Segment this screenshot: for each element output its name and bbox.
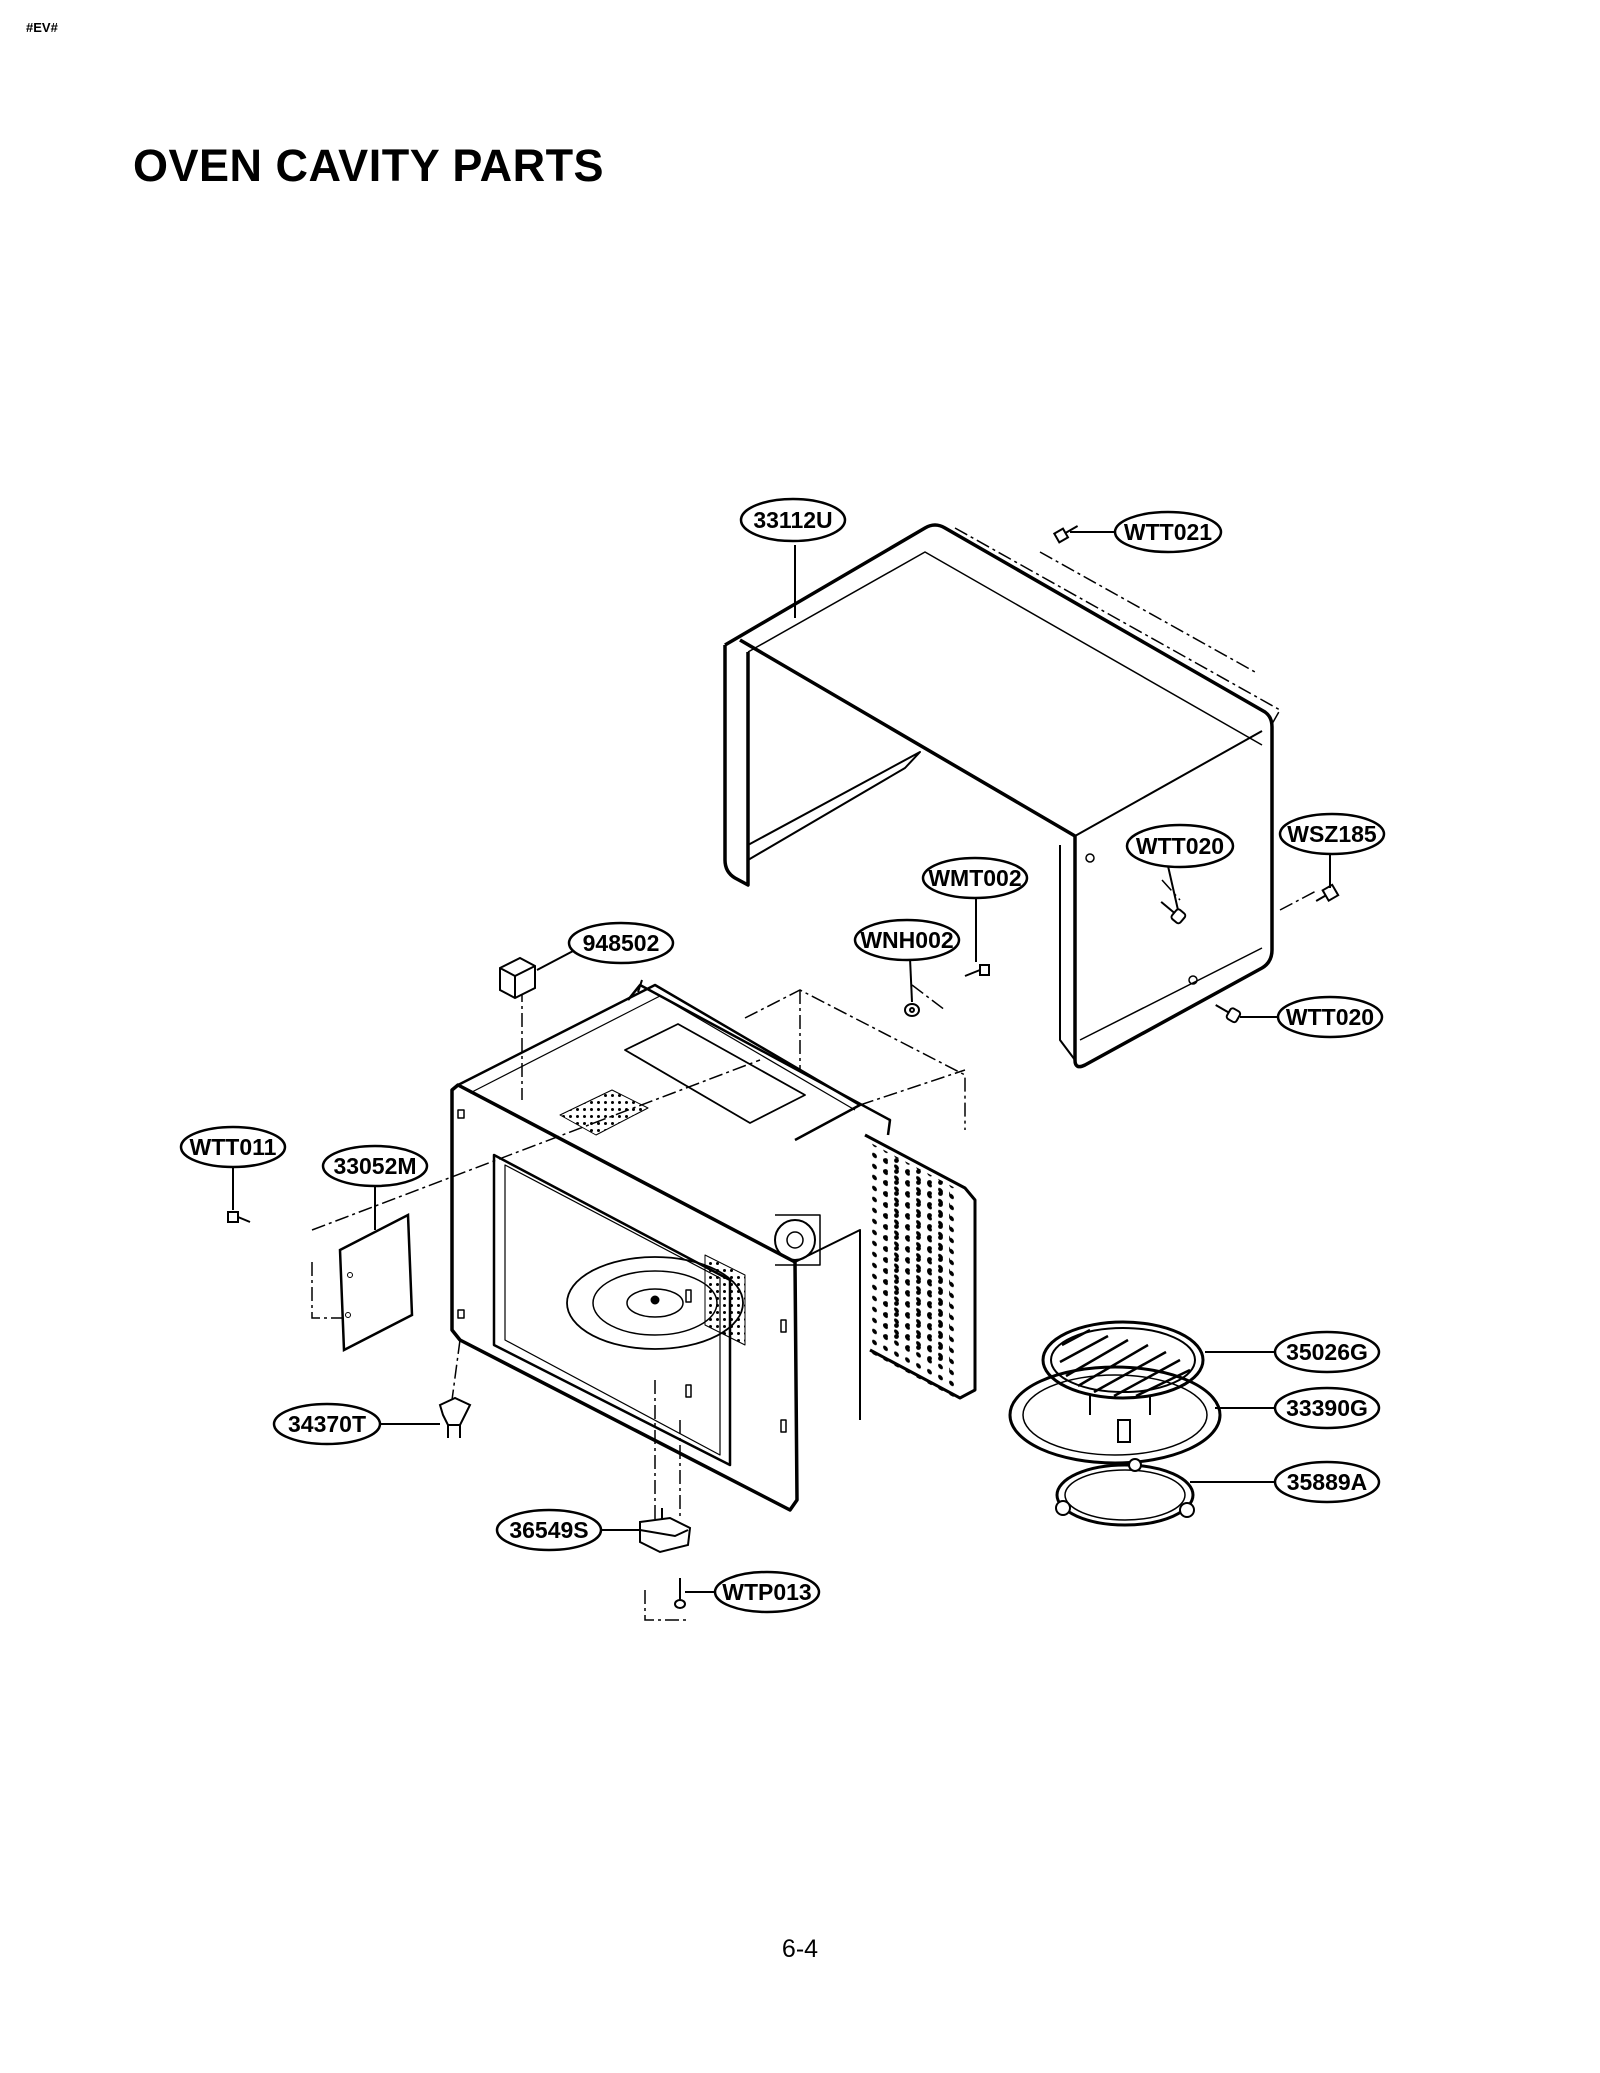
- callout-label: WTP013: [722, 1579, 811, 1605]
- callout-wtp013: WTP013: [685, 1570, 821, 1614]
- callout-33112u: 33112U: [739, 497, 847, 618]
- part-34370t-drawing: [438, 1396, 472, 1438]
- part-33390g-tray-drawing: [1008, 1365, 1222, 1465]
- outer-case-drawing: [723, 523, 1274, 1069]
- callout-wnh002: WNH002: [853, 918, 961, 1003]
- corner-mark: #EV#: [26, 20, 58, 35]
- callout-label: 36549S: [509, 1517, 588, 1543]
- oven-cavity-drawing: [450, 979, 977, 1512]
- part-35026g-rack-drawing: [1041, 1320, 1205, 1415]
- part-948502-drawing: [499, 956, 536, 1000]
- callout-36549s: 36549S: [495, 1508, 640, 1552]
- part-35889a-roller-drawing: [1055, 1458, 1195, 1527]
- callout-label: WTT020: [1286, 1004, 1374, 1030]
- callout-label: WNH002: [860, 927, 953, 953]
- callout-948502: 948502: [536, 921, 675, 971]
- callout-label: 33052M: [333, 1153, 416, 1179]
- callout-wtt020-upper: WTT020: [1125, 823, 1235, 911]
- case-assembly-lines: [954, 527, 1319, 911]
- page-number: 6-4: [781, 1935, 819, 1963]
- callout-35026g: 35026G: [1205, 1330, 1381, 1374]
- callout-wtt011: WTT011: [179, 1125, 287, 1210]
- part-33052m-drawing: [338, 1212, 414, 1353]
- part-wtt011-drawing: [227, 1211, 251, 1223]
- part-36549s-drawing: [639, 1508, 692, 1554]
- callout-label: WTT021: [1124, 519, 1212, 545]
- callout-label: WMT002: [928, 865, 1021, 891]
- callout-label: WTT011: [190, 1134, 277, 1160]
- callout-34370t: 34370T: [272, 1402, 440, 1446]
- page-title: OVEN CAVITY PARTS: [133, 140, 605, 191]
- callout-label: 33390G: [1286, 1395, 1368, 1421]
- case-screws: [1052, 525, 1340, 1024]
- callout-wtt020-lower: WTT020: [1240, 995, 1384, 1039]
- callout-33390g: 33390G: [1215, 1386, 1381, 1430]
- part-wtp013-drawing: [674, 1578, 686, 1609]
- callout-wsz185: WSZ185: [1278, 812, 1386, 888]
- part-wnh002-drawing: [904, 1003, 920, 1017]
- callout-label: WTT020: [1136, 833, 1224, 859]
- callout-label: WSZ185: [1287, 821, 1377, 847]
- callout-label: 34370T: [288, 1411, 366, 1437]
- part-wmt002-drawing: [964, 964, 990, 977]
- callout-33052m: 33052M: [321, 1144, 429, 1230]
- callout-label: 35026G: [1286, 1339, 1368, 1365]
- callout-wmt002: WMT002: [921, 856, 1029, 962]
- callout-wtt021: WTT021: [1070, 510, 1223, 554]
- callout-label: 948502: [583, 930, 660, 956]
- callout-label: 35889A: [1287, 1469, 1368, 1495]
- callout-35889a: 35889A: [1190, 1460, 1381, 1504]
- callout-label: 33112U: [753, 507, 832, 533]
